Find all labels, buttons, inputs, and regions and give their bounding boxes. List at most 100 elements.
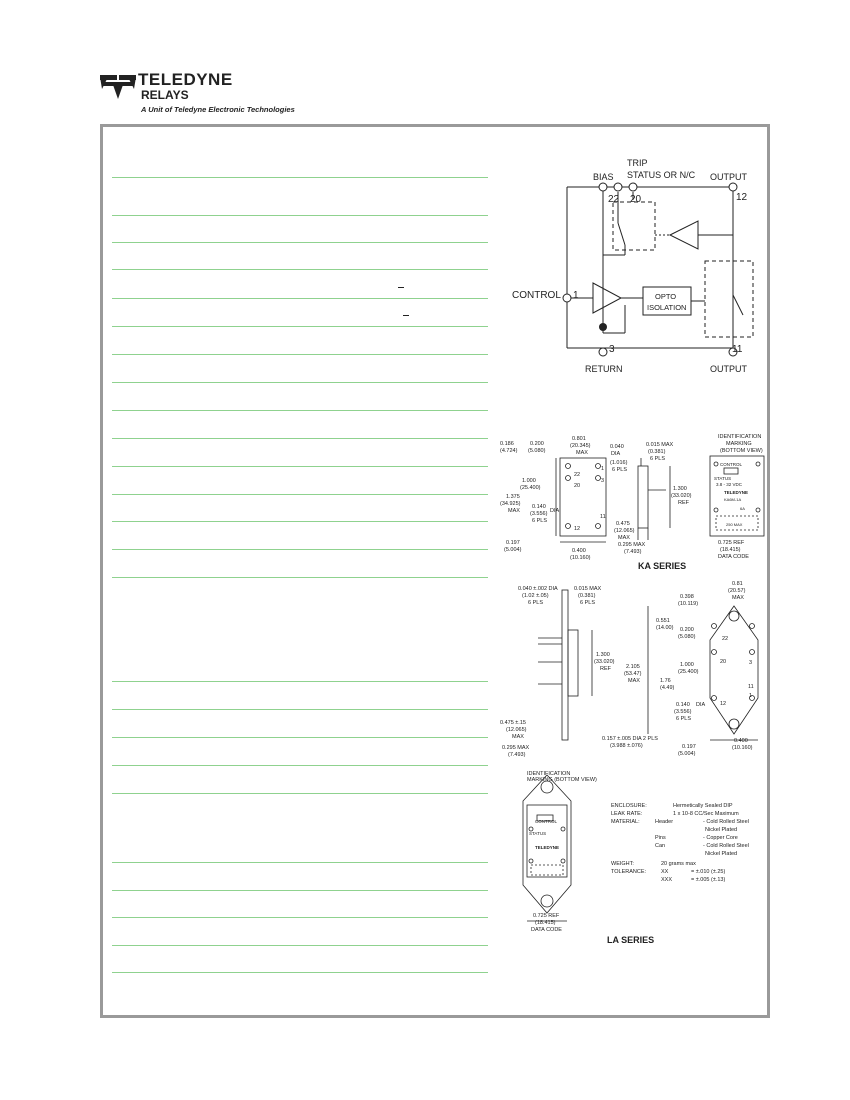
underline-mark (403, 315, 409, 316)
rule-line (112, 681, 488, 682)
la-dim: (10.119) (678, 601, 698, 607)
la-dim: REF (600, 666, 612, 672)
la-dim: MAX (732, 595, 744, 601)
spec-key: MATERIAL: (611, 819, 640, 825)
underline-mark (398, 287, 404, 288)
rule-line (112, 890, 488, 891)
ka-dim: (10.160) (570, 555, 591, 561)
ka-dim: REF (678, 500, 690, 506)
ka-dim: (0.381) (648, 449, 666, 455)
la-dim: (25.400) (678, 669, 699, 675)
ka-dim: (1.016) (610, 460, 628, 466)
ka-dim: (4.724) (500, 448, 518, 454)
spec-sub: XXX (661, 877, 672, 883)
ka-mark-text: 3.8 - 32 VDC (716, 482, 743, 487)
spec-value: 20 grams max (661, 861, 696, 867)
ka-pin-22: 22 (574, 472, 580, 478)
ka-dim: (34.925) (500, 501, 521, 507)
la-dim: 0.157 ±.005 DIA 2 PLS (602, 736, 658, 742)
ka-pin-1: 1 (601, 466, 604, 472)
spec-sub: Header (655, 819, 673, 825)
ka-pin-3: 3 (601, 478, 604, 484)
ka-dim: MAX (576, 450, 588, 456)
la-dim: 0.398 (680, 594, 694, 600)
ka-dim: (18.415) (720, 547, 741, 553)
la-dim: 1.000 (680, 662, 694, 668)
la-dim: (5.080) (678, 634, 696, 640)
rule-line (112, 709, 488, 710)
la-dim: (1.02 ±.05) (522, 593, 549, 599)
spec-key: ENCLOSURE: (611, 803, 647, 809)
circuit-schematic: TRIP STATUS OR N/C BIAS OUTPUT 22 20 12 … (512, 158, 754, 374)
la-pin-1: 1 (749, 693, 752, 699)
rule-line (112, 466, 488, 467)
pin-20: 20 (630, 194, 642, 205)
la-series-drawing: 0.040 ±.002 DIA (1.02 ±.05) 6 PLS 0.015 … (500, 581, 759, 758)
la-dim: (53.47) (624, 671, 642, 677)
ka-id-mark: IDENTIFICATION (718, 434, 761, 440)
la-pin-11: 11 (748, 684, 754, 690)
ka-mark-text: STATUS (714, 476, 731, 481)
label-control: CONTROL (512, 290, 561, 301)
rule-line (112, 945, 488, 946)
rule-line (112, 737, 488, 738)
la-dim: (0.381) (578, 593, 596, 599)
spec-value: Nickel Plated (705, 827, 737, 833)
la-dim: MAX (628, 678, 640, 684)
label-return: RETURN (585, 364, 623, 374)
rule-line (112, 862, 488, 863)
ka-dim: 0.200 (530, 441, 544, 447)
la-pin-12: 12 (720, 701, 726, 707)
ka-dim: 0.295 MAX (618, 542, 646, 548)
pin-11: 11 (732, 344, 743, 355)
rule-line (112, 577, 488, 578)
la-dim: 2.105 (626, 664, 640, 670)
ka-dim: 1.300 (673, 486, 687, 492)
rule-line (112, 438, 488, 439)
ka-dim: 0.015 MAX (646, 442, 674, 448)
la-series-label: LA SERIES (607, 935, 654, 945)
rule-line (112, 326, 488, 327)
brand-tagline: A Unit of Teledyne Electronic Technologi… (141, 105, 295, 114)
ka-dim: 0.725 REF (718, 540, 745, 546)
la-dim: 0.197 (682, 744, 696, 750)
la-dim: 0.140 (676, 702, 690, 708)
ka-dim: (7.493) (624, 549, 642, 555)
ka-pin-12: 12 (574, 526, 580, 532)
spec-sub: XX (661, 869, 669, 875)
la-dim: 1.76 (660, 678, 671, 684)
la-pin-3: 3 (749, 660, 752, 666)
brand-division: RELAYS (141, 88, 189, 102)
la-dim: 0.81 (732, 581, 743, 587)
ka-dim: 6 PLS (612, 467, 627, 473)
ka-dim: DIA (611, 451, 621, 457)
la-mark-text: CONTROL (535, 819, 557, 824)
pin-3: 3 (609, 344, 615, 355)
la-dim: 0.400 (734, 738, 748, 744)
la-dim: DATA CODE (531, 927, 562, 933)
la-dim: MAX (512, 734, 524, 740)
ka-mark-text: 6A (740, 506, 745, 511)
rule-line (112, 917, 488, 918)
la-dim: 0.295 MAX (502, 745, 530, 751)
ka-dim: (5.080) (528, 448, 546, 454)
ka-dim: 0.475 (616, 521, 630, 527)
la-marking-drawing: IDENTIFICATION MARKING (BOTTOM VIEW) CON… (522, 771, 749, 945)
ka-dim: (25.400) (520, 485, 541, 491)
ka-mark-text: CONTROL (720, 462, 742, 467)
la-pin-22: 22 (722, 636, 728, 642)
rule-line (112, 793, 488, 794)
spec-key: WEIGHT: (611, 861, 634, 867)
ka-pin-20: 20 (574, 483, 580, 489)
ka-pin-11: 11 (600, 514, 606, 520)
la-dim: 0.200 (680, 627, 694, 633)
label-status: STATUS OR N/C (627, 170, 696, 180)
ka-dim: 1.000 (522, 478, 536, 484)
ka-series-drawing: 0.186 (4.724) 0.200 (5.080) 0.801 (20.34… (500, 434, 765, 571)
spec-sub: Can (655, 843, 665, 849)
la-dim: 0.551 (656, 618, 670, 624)
la-pin-20: 20 (720, 659, 726, 665)
la-dim: 1.300 (596, 652, 610, 658)
label-output-top: OUTPUT (710, 172, 748, 182)
la-dim: (14.00) (656, 625, 674, 631)
